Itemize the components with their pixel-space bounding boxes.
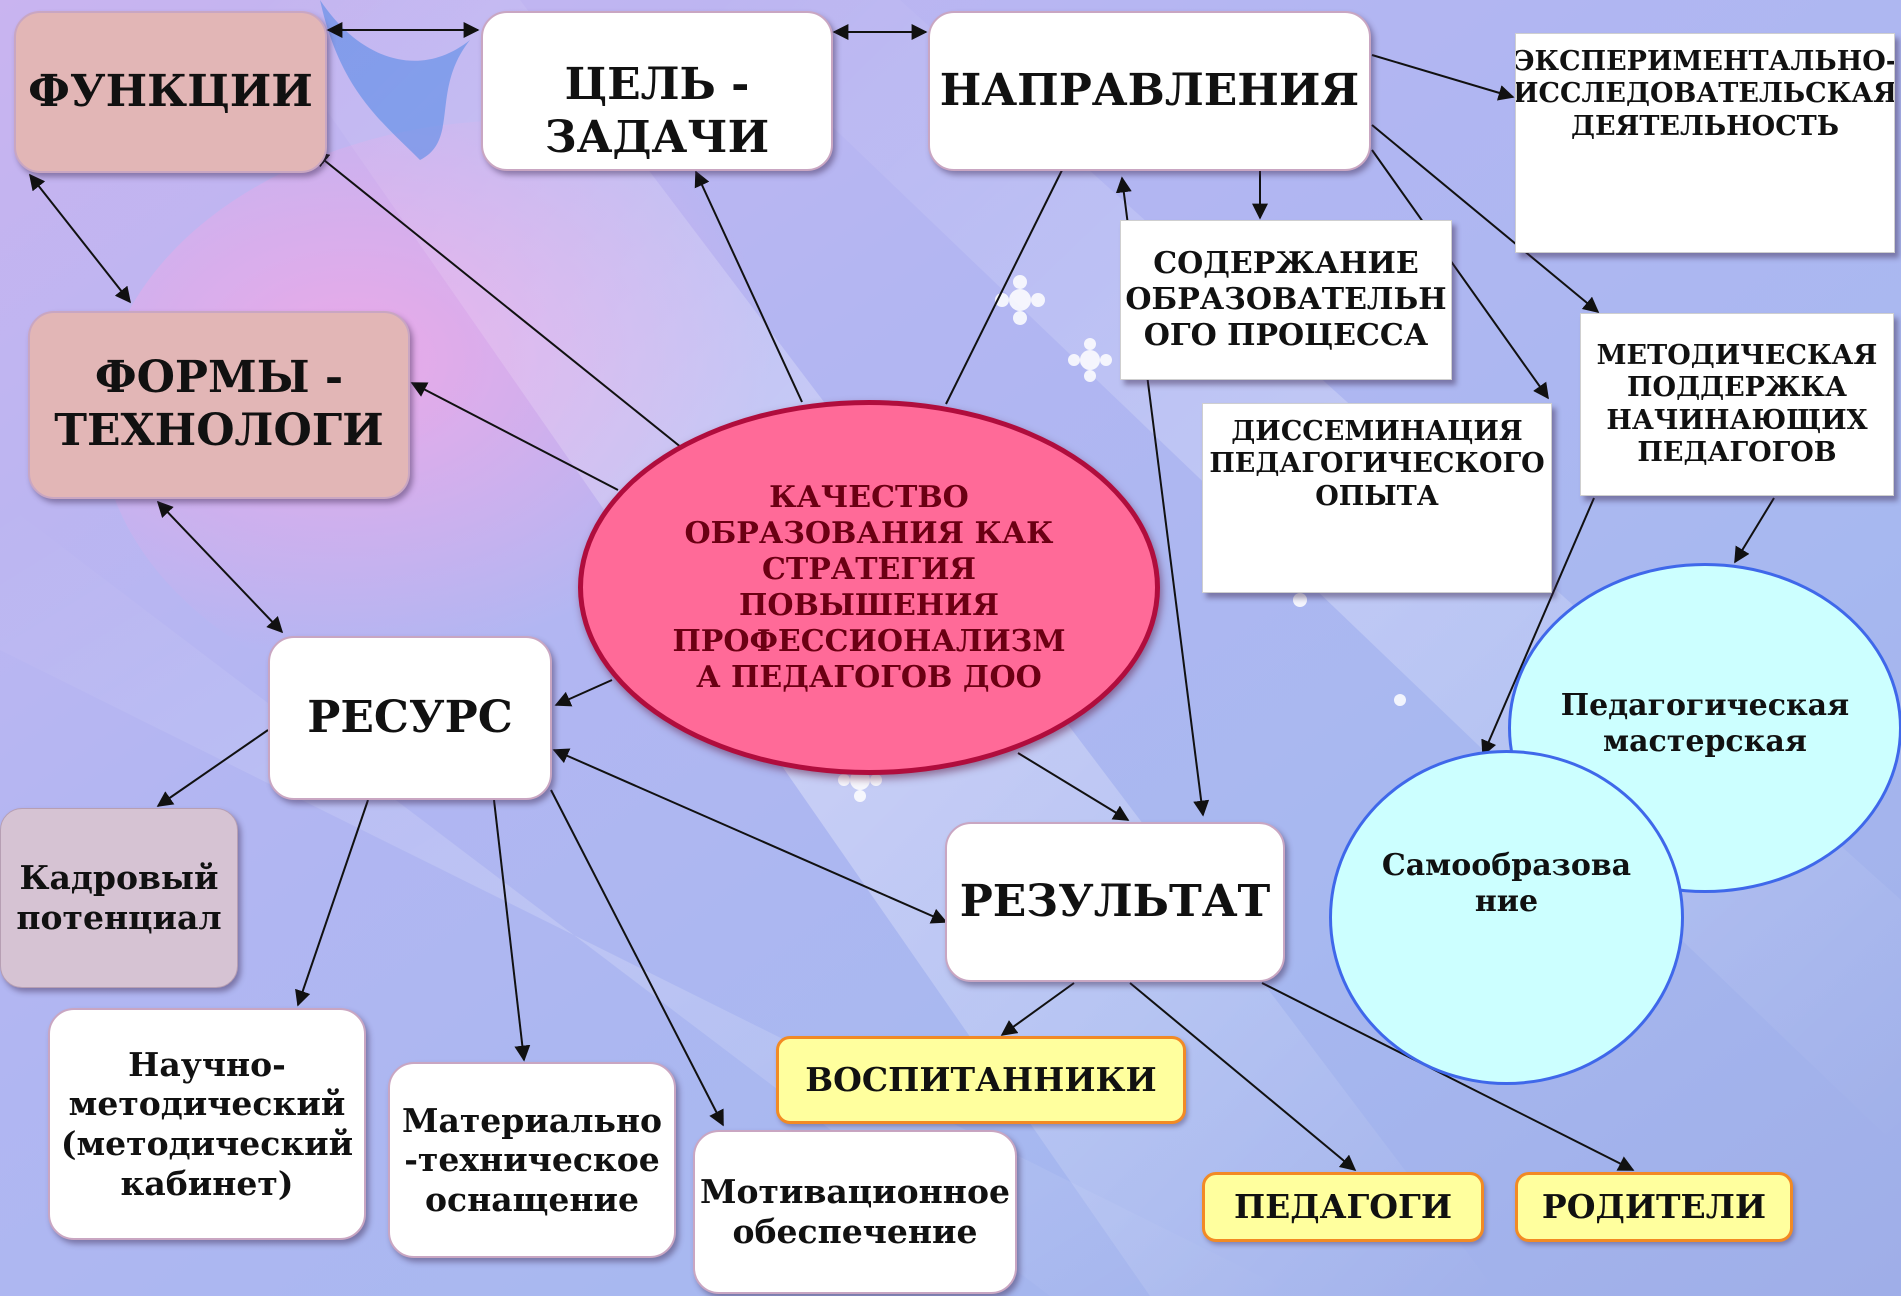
- connector-center-functions: [312, 150, 683, 449]
- directions-box: НАПРАВЛЕНИЯ: [928, 11, 1371, 171]
- goal-tasks-box: ЦЕЛЬ - ЗАДАЧИ: [481, 11, 833, 171]
- pupils-label: ВОСПИТАННИКИ: [805, 1060, 1157, 1100]
- self-education-circle: Самообразова ние: [1329, 750, 1684, 1085]
- connector-functions-forms: [29, 173, 131, 304]
- methodical-support-label: МЕТОДИЧЕСКАЯ ПОДДЕРЖКА НАЧИНАЮЩИХ ПЕДАГО…: [1596, 339, 1878, 468]
- connector-methodical-workshop: [1734, 497, 1775, 564]
- connector-directions-dissemination: [1371, 149, 1549, 400]
- connector-center-goal: [694, 170, 803, 403]
- functions-box: ФУНКЦИИ: [14, 11, 327, 173]
- material-technical-label: Материально -техническое оснащение: [401, 1100, 663, 1219]
- connector-center-directions: [945, 148, 1073, 405]
- personnel-box: Кадровый потенциал: [0, 808, 238, 988]
- personnel-label: Кадровый потенциал: [16, 858, 222, 937]
- motivational-box: Мотивационное обеспечение: [693, 1130, 1017, 1294]
- dissemination-box: ДИССЕМИНАЦИЯ ПЕДАГОГИЧЕСКОГО ОПЫТА: [1202, 403, 1552, 593]
- resource-box: РЕСУРС: [268, 636, 552, 800]
- forms-technologies-label: ФОРМЫ - ТЕХНОЛОГИ: [54, 352, 384, 456]
- connector-directions-experimental: [1371, 54, 1515, 101]
- experimental-research-box: ЭКСПЕРИМЕНТАЛЬНО- ИССЛЕДОВАТЕЛЬСКАЯ ДЕЯТ…: [1515, 33, 1895, 253]
- connector-resource-result: [552, 748, 948, 924]
- connector-center-result: [1017, 752, 1130, 821]
- center-ellipse: КАЧЕСТВО ОБРАЗОВАНИЯ КАК СТРАТЕГИЯ ПОВЫШ…: [578, 400, 1160, 775]
- connector-center-resource: [554, 679, 613, 707]
- decorative-petal: [320, 0, 470, 160]
- resource-label: РЕСУРС: [307, 691, 513, 743]
- result-label: РЕЗУЛЬТАТ: [959, 875, 1271, 927]
- goal-tasks-label: ЦЕЛЬ - ЗАДАЧИ: [544, 59, 770, 163]
- forms-technologies-box: ФОРМЫ - ТЕХНОЛОГИ: [28, 311, 410, 499]
- connector-forms-resource: [156, 500, 284, 634]
- pupils-box: ВОСПИТАННИКИ: [776, 1036, 1186, 1124]
- connector-center-forms: [410, 382, 619, 491]
- scientific-methodical-label: Научно- методический (методический кабин…: [60, 1044, 354, 1203]
- dissemination-label: ДИССЕМИНАЦИЯ ПЕДАГОГИЧЕСКОГО ОПЫТА: [1209, 416, 1545, 512]
- functions-label: ФУНКЦИИ: [28, 65, 313, 117]
- connector-methodical-self: [1481, 497, 1595, 757]
- connector-directions-methodical: [1371, 124, 1600, 314]
- methodical-support-box: МЕТОДИЧЕСКАЯ ПОДДЕРЖКА НАЧИНАЮЩИХ ПЕДАГО…: [1580, 313, 1894, 496]
- material-technical-box: Материально -техническое оснащение: [388, 1062, 676, 1258]
- experimental-research-label: ЭКСПЕРИМЕНТАЛЬНО- ИССЛЕДОВАТЕЛЬСКАЯ ДЕЯТ…: [1515, 46, 1895, 142]
- parents-box: РОДИТЕЛИ: [1515, 1172, 1793, 1242]
- motivational-label: Мотивационное обеспечение: [700, 1172, 1010, 1251]
- connector-result-parents: [1261, 982, 1635, 1171]
- teachers-label: ПЕДАГОГИ: [1233, 1187, 1453, 1227]
- scientific-methodical-box: Научно- методический (методический кабин…: [48, 1008, 366, 1240]
- self-education-label: Самообразова ние: [1381, 848, 1632, 919]
- connector-result-teachers: [1129, 982, 1357, 1172]
- parents-label: РОДИТЕЛИ: [1541, 1187, 1767, 1227]
- center-label: КАЧЕСТВО ОБРАЗОВАНИЯ КАК СТРАТЕГИЯ ПОВЫШ…: [672, 479, 1066, 695]
- directions-label: НАПРАВЛЕНИЯ: [939, 64, 1360, 116]
- teachers-box: ПЕДАГОГИ: [1202, 1172, 1484, 1242]
- pedagogical-workshop-label: Педагогическая мастерская: [1560, 688, 1850, 759]
- connector-resource-material: [493, 799, 531, 1062]
- education-content-box: СОДЕРЖАНИЕ ОБРАЗОВАТЕЛЬН ОГО ПРОЦЕССА: [1120, 220, 1452, 380]
- connector-resource-personnel: [156, 729, 269, 807]
- education-content-label: СОДЕРЖАНИЕ ОБРАЗОВАТЕЛЬН ОГО ПРОЦЕССА: [1125, 246, 1447, 353]
- result-box: РЕЗУЛЬТАТ: [945, 822, 1285, 982]
- connector-resource-scientific: [295, 799, 369, 1007]
- connector-result-pupils: [1000, 982, 1075, 1036]
